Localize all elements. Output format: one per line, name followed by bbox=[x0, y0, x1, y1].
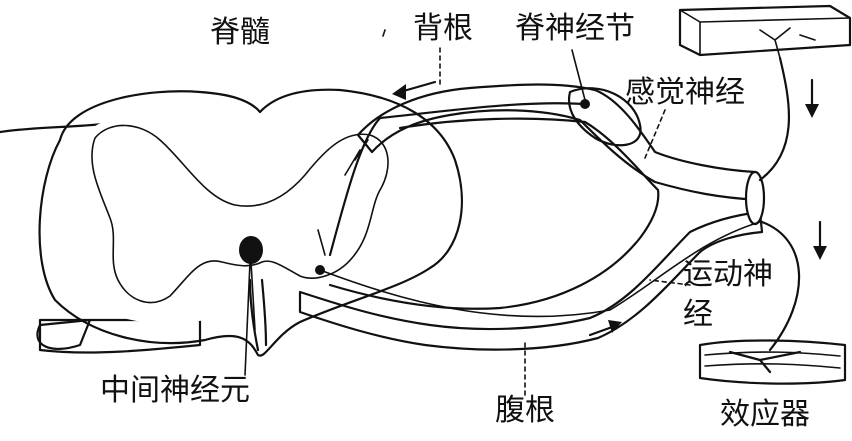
ventral-root bbox=[298, 210, 764, 351]
spinal-cord-section bbox=[38, 88, 463, 357]
label-spinal-ganglion: 脊神经节 bbox=[515, 11, 635, 46]
gray-matter bbox=[91, 124, 389, 304]
motor-neuron-fiber bbox=[319, 221, 761, 318]
white-matter bbox=[59, 107, 446, 330]
arrow-sensory-down-head bbox=[805, 104, 819, 118]
label-spinal-cord: 脊髓 bbox=[210, 15, 270, 50]
effector-fibers bbox=[704, 351, 841, 369]
receptor-to-trunk-nerve bbox=[758, 56, 791, 182]
label-ventral-root: 腹根 bbox=[495, 393, 555, 428]
arrow-dorsal-root-head bbox=[392, 84, 406, 100]
interneuron-cell-body bbox=[239, 236, 263, 264]
label-effector: 效应器 bbox=[720, 397, 810, 432]
cord-extension-left-lower bbox=[36, 318, 92, 350]
interneuron-process bbox=[250, 261, 256, 331]
leader-spinal-ganglion bbox=[571, 49, 586, 101]
label-dorsal-root: 背根 bbox=[413, 11, 473, 46]
label-interneuron: 中间神经元 bbox=[100, 373, 250, 408]
arrow-motor-down-head bbox=[813, 246, 827, 260]
label-motor-nerve-line1: 运动神 bbox=[683, 257, 773, 292]
effector-nerve-terminals bbox=[728, 350, 802, 374]
sensory-neuron-fiber bbox=[328, 102, 587, 257]
leader-sensory-nerve bbox=[644, 109, 666, 159]
median-fissure bbox=[248, 278, 260, 352]
receptor-nerve-endings bbox=[759, 27, 816, 59]
arc-inner-loop bbox=[328, 117, 660, 310]
receptor-block bbox=[678, 4, 852, 57]
arrow-ventral-root-head bbox=[608, 320, 622, 333]
cord-extension-bottom bbox=[38, 318, 202, 354]
receptor-block-top bbox=[679, 9, 851, 56]
leader-interneuron bbox=[244, 261, 251, 376]
effector-muscle bbox=[698, 339, 847, 385]
median-fissure-right bbox=[260, 278, 268, 347]
trunk-to-effector-nerve bbox=[760, 220, 801, 352]
neuron-dendrite bbox=[317, 139, 369, 256]
leader-motor-nerve bbox=[649, 279, 691, 286]
leader-spinal-cord-tick bbox=[382, 29, 386, 37]
label-sensory-nerve: 感觉神经 bbox=[625, 75, 745, 110]
label-motor-nerve-line2: 经 bbox=[683, 297, 713, 332]
